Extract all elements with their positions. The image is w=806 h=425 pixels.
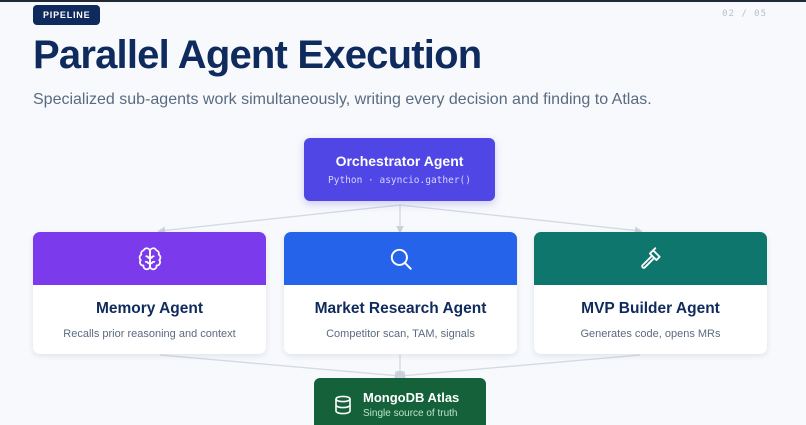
market-research-agent-card: Market Research Agent Competitor scan, T… [284,232,517,354]
mvp-builder-agent-card: MVP Builder Agent Generates code, opens … [534,232,767,354]
atlas-name: MongoDB Atlas [363,390,460,405]
orchestrator-name: Orchestrator Agent [335,153,464,169]
market-research-agent-desc: Competitor scan, TAM, signals [326,328,475,340]
atlas-sub: Single source of truth [363,408,458,419]
connector-mvp-atlas [397,354,641,380]
page-subtitle: Specialized sub-agents work simultaneous… [33,91,652,108]
connector-orch-mvp [399,204,643,235]
page-indicator: 02 / 05 [722,9,767,19]
brain-icon [138,246,161,270]
memory-agent-header [33,232,266,285]
market-research-agent-header [284,232,517,285]
orchestrator-agent-node: Orchestrator Agent Python · asyncio.gath… [304,138,495,201]
mvp-builder-agent-header [534,232,767,285]
connector-memory-atlas [159,354,403,380]
page-title: Parallel Agent Execution [33,33,482,77]
database-icon [335,395,351,415]
orchestrator-sub: Python · asyncio.gather() [328,175,471,186]
connector-orch-memory [157,204,401,235]
hammer-icon [640,246,661,269]
market-research-agent-name: Market Research Agent [314,300,487,317]
mvp-builder-agent-name: MVP Builder Agent [581,300,720,317]
mongodb-atlas-node: MongoDB Atlas Single source of truth [314,378,486,425]
memory-agent-name: Memory Agent [95,300,204,317]
memory-agent-desc: Recalls prior reasoning and context [63,328,236,340]
mvp-builder-agent-desc: Generates code, opens MRs [580,328,721,340]
section-badge: PIPELINE [33,5,101,25]
search-icon [390,248,412,270]
memory-agent-card: Memory Agent Recalls prior reasoning and… [33,232,266,354]
